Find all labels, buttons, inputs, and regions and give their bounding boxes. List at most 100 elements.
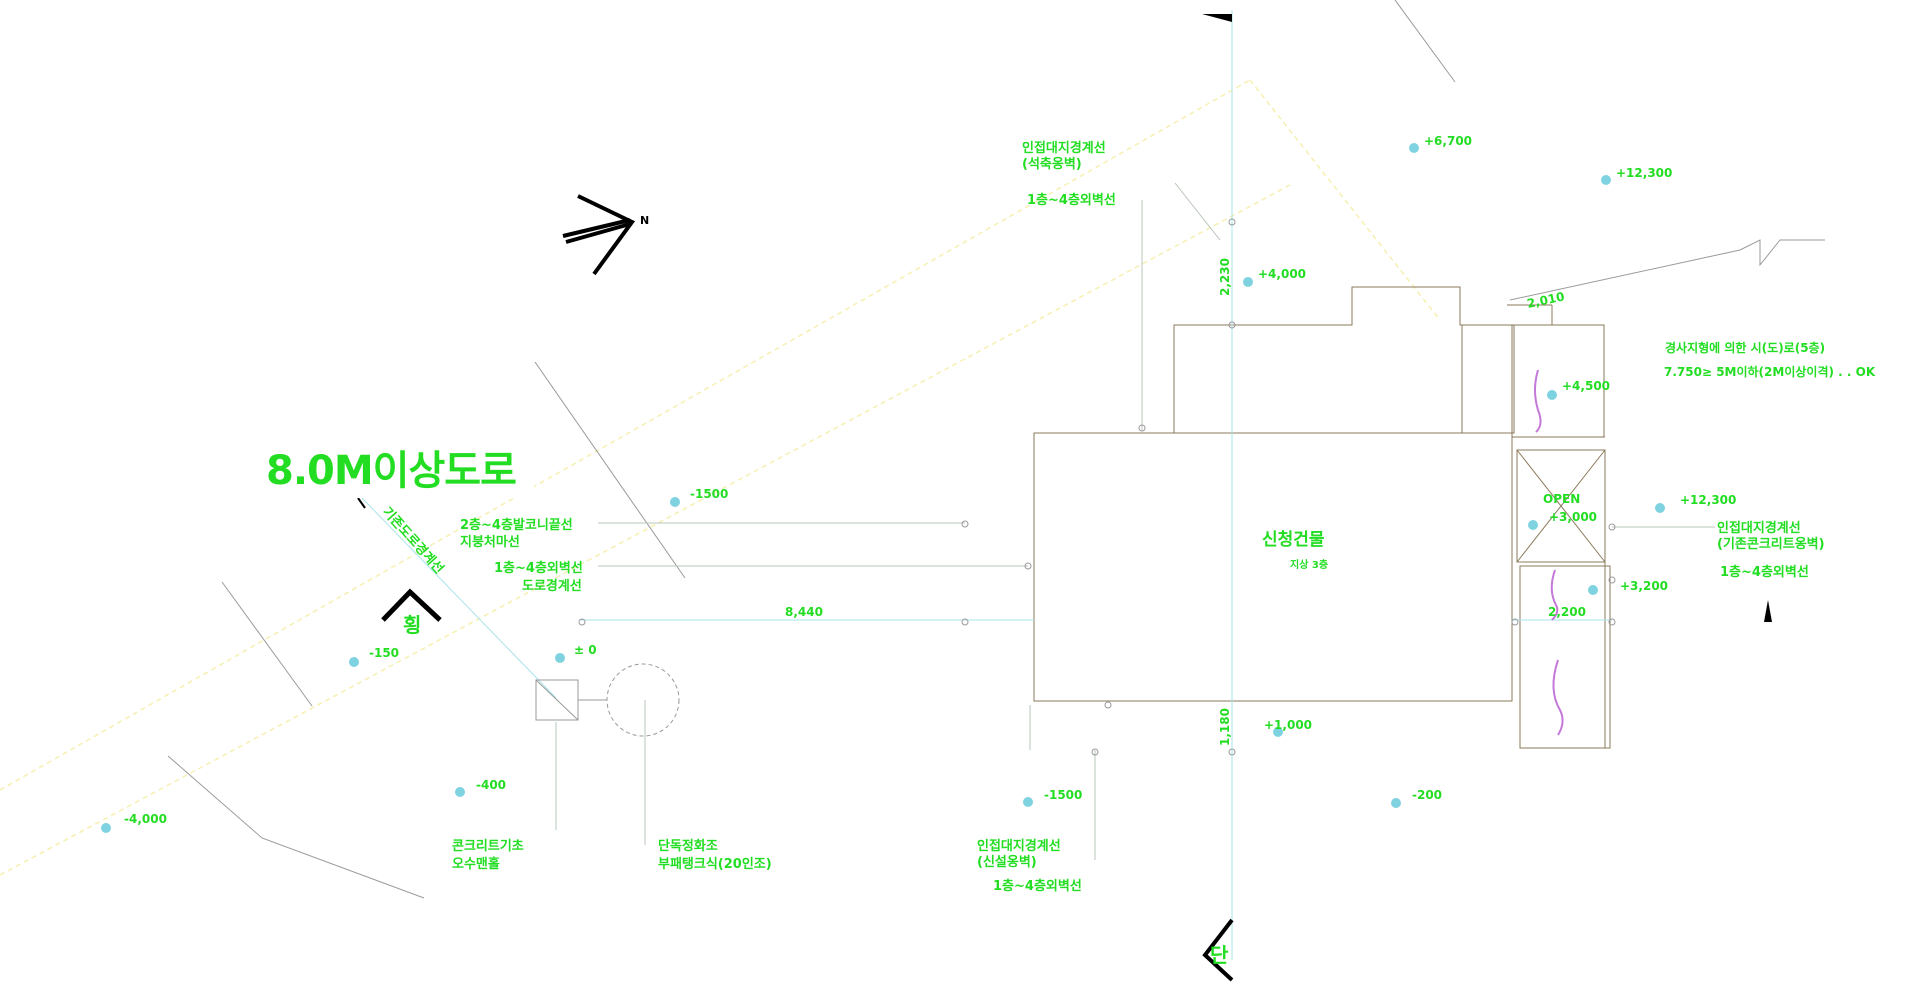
svg-text:-150: -150	[369, 646, 399, 660]
leader-lines	[361, 10, 1715, 960]
boundary-east	[1249, 79, 1441, 321]
road-marker-arrow-icon	[381, 588, 442, 622]
planting-mark	[1534, 369, 1542, 433]
elevation-markers: +6,700 +12,300 +4,000 +4,500 +12,300 +3,…	[101, 134, 1736, 833]
dimension-south: 1,180	[1218, 708, 1232, 746]
svg-text:-200: -200	[1412, 788, 1442, 802]
terrain-line-2	[221, 581, 313, 707]
elevation-marker: +4,000	[1243, 267, 1306, 287]
vertex-marker	[961, 520, 969, 528]
open-cross-2	[1516, 449, 1606, 563]
elevation-marker: +1,000	[1264, 718, 1312, 737]
boundary-southwest	[0, 184, 1291, 876]
open-label: OPEN	[1543, 492, 1580, 506]
main-building	[1033, 432, 1513, 702]
vertex-marker	[1104, 701, 1112, 709]
planting-symbols	[1534, 369, 1564, 736]
vertex-marker	[578, 618, 586, 626]
svg-text:+4,500: +4,500	[1562, 379, 1610, 393]
terrain-line-5	[1509, 239, 1825, 301]
south-neighbor-line2: (신설옹벽)	[977, 854, 1037, 870]
east-stair	[1461, 324, 1515, 434]
north-neighbor-line1: 인접대지경계선	[1022, 140, 1106, 156]
boundary-northwest	[0, 79, 1251, 791]
vertex-markers	[578, 218, 1616, 756]
north-arrow-letter: N	[640, 214, 649, 227]
elevation-marker: +12,300	[1655, 493, 1736, 513]
vertex-marker	[1608, 618, 1616, 626]
north-setback: 1층~4층외벽선	[1027, 192, 1116, 208]
vertex-marker	[1228, 218, 1236, 226]
road-title: 8.0M이상도로	[266, 448, 516, 494]
vertex-marker	[1228, 748, 1236, 756]
elevation-marker: -1500	[1023, 788, 1082, 807]
west-setback1-line1: 2층~4층발코니끝선	[460, 517, 573, 533]
vertex-marker	[1511, 618, 1519, 626]
building-name: 신청건물	[1262, 529, 1325, 550]
elevation-marker: -200	[1391, 788, 1442, 808]
svg-text:+12,300: +12,300	[1680, 493, 1736, 507]
svg-text:+3,000: +3,000	[1549, 510, 1597, 524]
elevation-marker: -150	[349, 646, 399, 667]
west-setback2-line2: 도로경계선	[522, 578, 582, 594]
manhole-diagonal	[535, 679, 579, 721]
svg-text:± 0: ± 0	[574, 643, 597, 657]
building-outline	[1033, 286, 1611, 749]
tree-label-line1: 단독정화조	[658, 838, 718, 854]
terrain-lines	[167, 0, 1825, 899]
north-neighbor-line2: (석축옹벽)	[1022, 156, 1082, 172]
leader-south	[1029, 705, 1096, 860]
terrain-line-1	[534, 361, 686, 579]
section-marker-bottom-icon	[1202, 918, 1234, 982]
north-arrow-icon	[562, 194, 636, 276]
vertex-marker	[1138, 424, 1146, 432]
section-marker-top	[1202, 14, 1232, 22]
utility-symbols	[535, 663, 680, 737]
west-setback2-line1: 1층~4층외벽선	[494, 560, 583, 576]
vertex-marker	[1024, 562, 1032, 570]
dimension-west: 8,440	[785, 605, 823, 619]
elevation-marker: +6,700	[1409, 134, 1472, 153]
terrain-line-3	[167, 755, 425, 899]
planting-mark	[1552, 659, 1564, 736]
dimension-northeast: 2,010	[1526, 289, 1566, 311]
elevation-marker: +12,300	[1601, 166, 1672, 185]
section-mark-bottom-letter: 단	[1210, 943, 1229, 967]
vertex-marker	[1091, 748, 1099, 756]
svg-text:+1,000: +1,000	[1264, 718, 1312, 732]
south-neighbor-line1: 인접대지경계선	[977, 838, 1061, 854]
vertex-marker	[1608, 523, 1616, 531]
septic-tank-circle	[606, 663, 680, 737]
vertex-marker	[961, 618, 969, 626]
east-annex-dividers	[1507, 304, 1606, 748]
terrain-line-4	[1394, 0, 1456, 83]
elevation-marker: +3,200	[1588, 579, 1668, 595]
road-note: 기존도로경계선	[379, 504, 447, 577]
north-wing	[1173, 286, 1463, 433]
road-edge-line	[361, 497, 557, 699]
elevation-marker: -400	[455, 778, 506, 797]
sw-label-line2: 오수맨홀	[452, 856, 500, 872]
svg-text:-1500: -1500	[690, 487, 728, 501]
elevation-marker: +4,500	[1547, 379, 1610, 400]
east-neighbor-line1: 인접대지경계선	[1717, 520, 1801, 536]
elevation-marker: +3,000	[1528, 510, 1597, 530]
dimension-north: 2,230	[1218, 258, 1232, 296]
east-neighbor-line2: (기존콘크리트옹벽)	[1717, 536, 1825, 552]
orientation-marks: N	[357, 14, 1772, 982]
west-setback1-line2: 지붕처마선	[460, 534, 520, 550]
svg-text:+6,700: +6,700	[1424, 134, 1472, 148]
east-slope-line2: 7.750≥ 5M이하(2M이상이격) . . OK	[1664, 364, 1876, 379]
svg-text:+3,200: +3,200	[1620, 579, 1668, 593]
elevation-marker: ± 0	[555, 643, 597, 663]
dimension-east: 2,200	[1548, 605, 1586, 619]
road-start-tick	[357, 497, 366, 509]
building-sub: 지상 3층	[1290, 558, 1328, 571]
east-slope-line1: 경사지형에 의한 시(도)로(5층)	[1665, 340, 1825, 355]
planting-mark	[1550, 569, 1559, 621]
sw-label-line1: 콘크리트기초	[452, 838, 524, 854]
vertex-marker	[1608, 576, 1616, 584]
tree-label-line2: 부패탱크식(20인조)	[658, 856, 772, 872]
site-boundary-lines	[0, 79, 1441, 876]
